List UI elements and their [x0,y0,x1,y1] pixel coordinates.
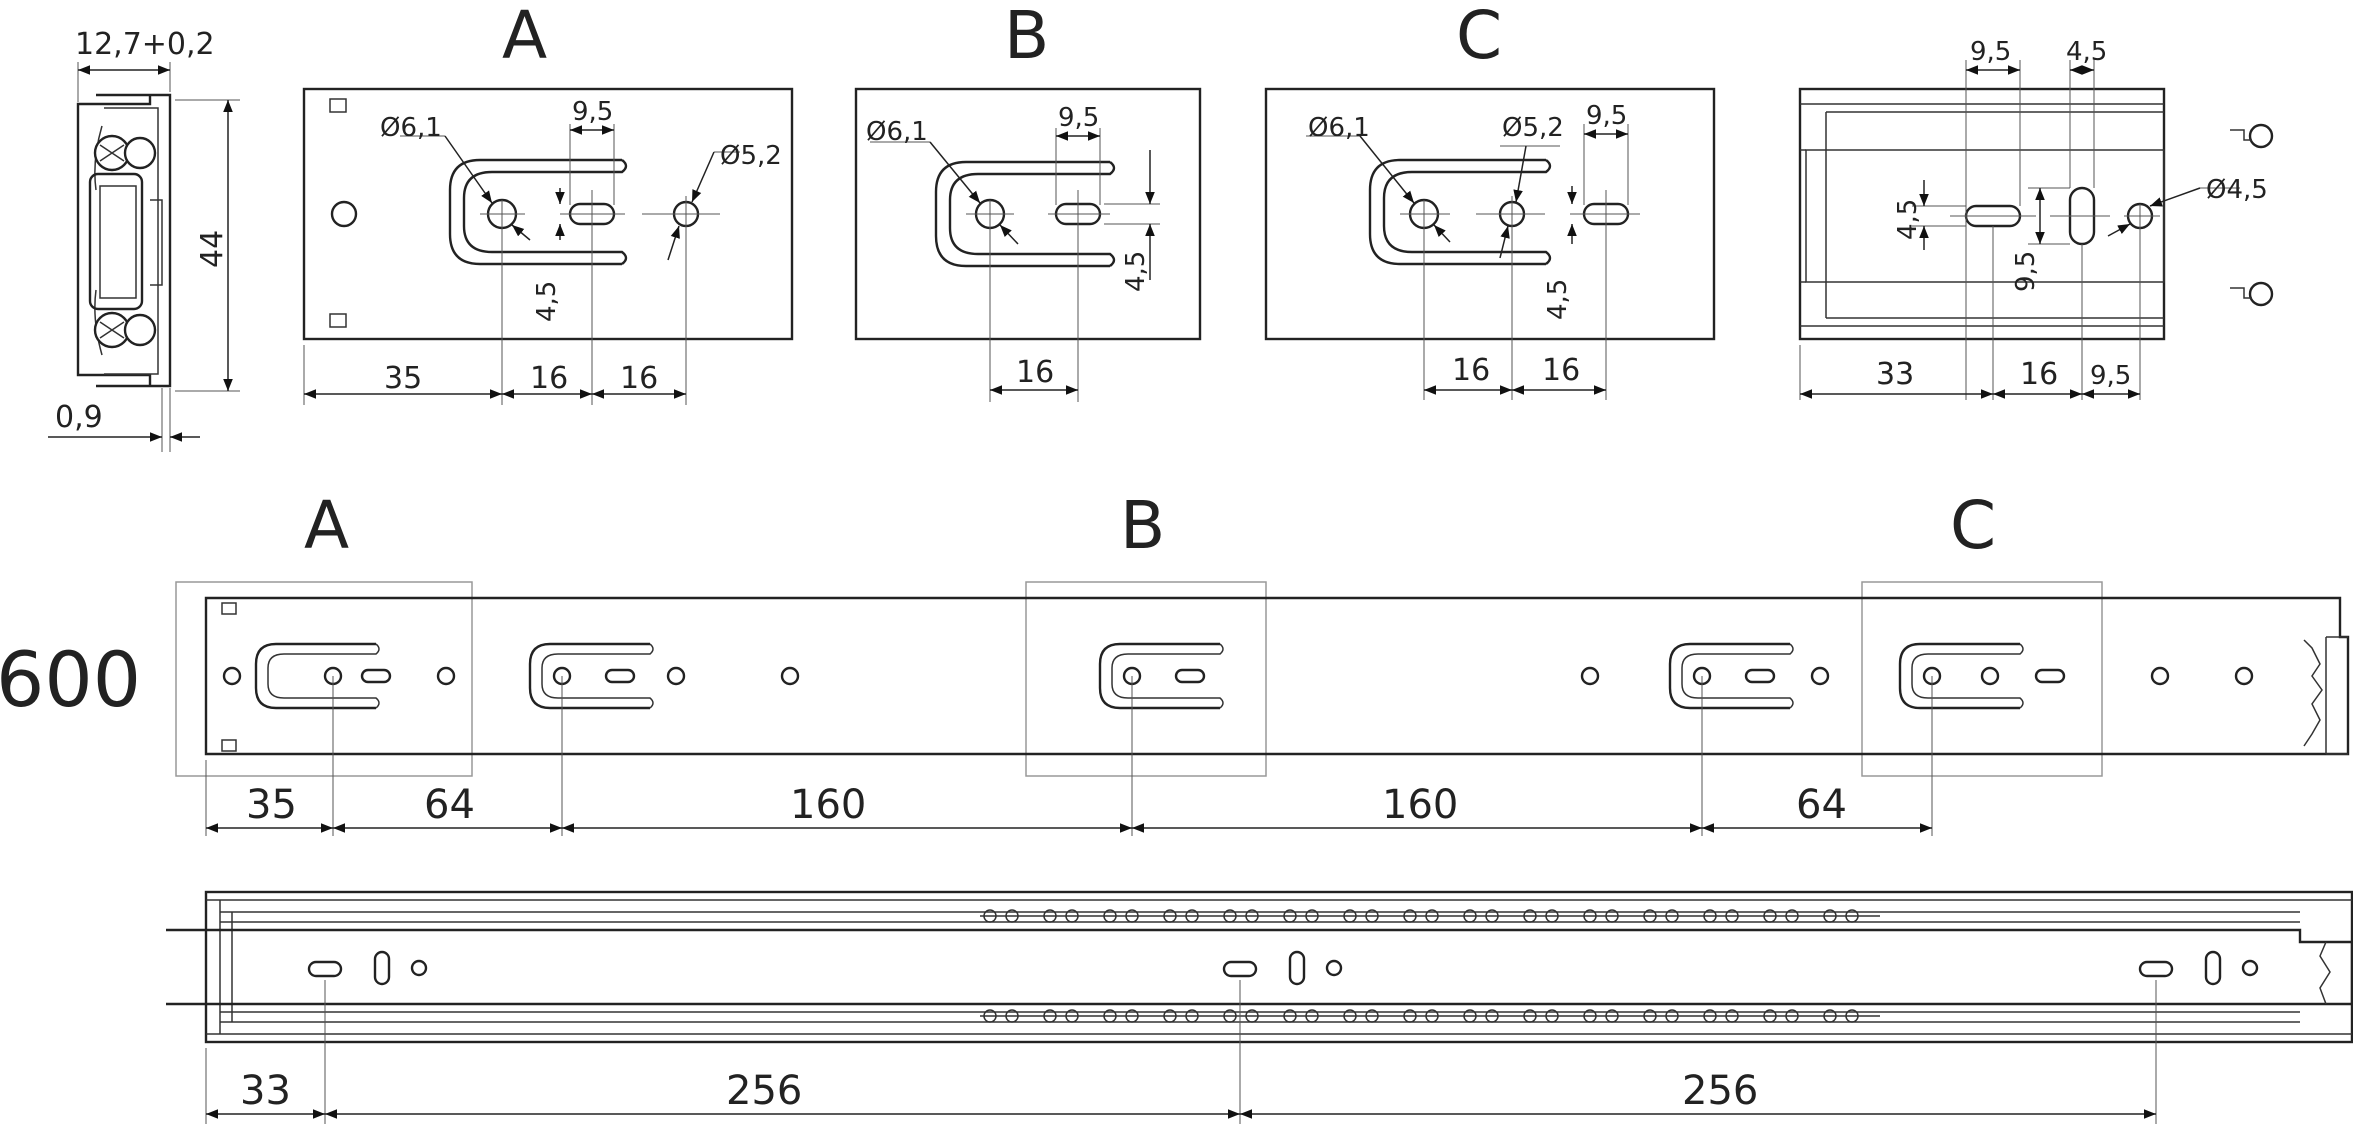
drawer-slot-vertical [373,950,391,986]
detail-c-title: C [1456,0,1502,74]
rail-label-b: B [1120,487,1165,564]
mount-slot [360,668,392,684]
detail-a-dim-2: 16 [530,361,568,396]
drawer-dim-3: 9,5 [2090,361,2131,391]
rail-dim-5: 64 [1796,782,1847,828]
cross-section-thickness-label: 0,9 [55,400,103,435]
drawer-dim-1: 33 [1876,357,1914,392]
rail-length-label: 600 [0,635,141,724]
detail-b-big-hole: Ø6,1 [866,117,928,147]
ball-cage [980,909,1880,1023]
mount-hole [1580,666,1600,686]
mount-hole [666,666,686,686]
detail-b-title: B [1004,0,1049,74]
detail-b-dim-1: 16 [1016,355,1054,390]
mount-slot [1744,668,1776,684]
drawer-slot [307,960,343,978]
bracket-hook [1668,642,1790,710]
bracket-hook [254,642,376,710]
drawer-slot [1222,960,1258,978]
mount-slot [1174,668,1206,684]
cross-section-view: 12,7+0,2 44 0,9 [48,27,240,452]
bracket-hook [1098,642,1220,710]
rail-label-c: C [1950,487,1996,564]
detail-c-small-hole: Ø5,2 [1502,113,1564,143]
detail-a-big-hole: Ø6,1 [380,113,442,143]
drawer-rail-holes [307,950,2259,986]
drawer-hole [410,959,428,977]
rail-dim-4: 160 [1382,782,1458,828]
drawer-slot-vertical [2204,950,2222,986]
detail-a-title: A [502,0,547,74]
mount-slot [604,668,636,684]
rail-label-a: A [304,487,349,564]
drawer-rail-dim-1: 33 [240,1068,291,1114]
drawer-hole [1325,959,1343,977]
detail-c: C 9,5 4,5 Ø6,1 Ø5,2 16 16 [1264,0,1716,400]
detail-b-slot-width: 9,5 [1058,103,1099,133]
detail-b-slot-height: 4,5 [1121,251,1151,292]
rail-dim-3: 160 [790,782,866,828]
bracket-hook [528,642,650,710]
detail-b: B 9,5 4,5 Ø6,1 16 [854,0,1202,402]
detail-c-dim-1: 16 [1452,353,1490,388]
drawer-rail-dim-2: 256 [726,1068,802,1114]
drawer-hole: Ø4,5 [2206,175,2268,205]
detail-c-slot-width: 9,5 [1586,101,1627,131]
detail-a-dim-3: 16 [620,361,658,396]
bracket-hook-inner [1911,643,2024,709]
detail-a-slot-width: 9,5 [572,97,613,127]
mount-hole [2150,666,2170,686]
drawer-rail-dim-3: 256 [1682,1068,1758,1114]
mount-hole [436,666,456,686]
drawer-hole [2241,959,2259,977]
drawer-dim-2: 16 [2020,357,2058,392]
cross-section-height-label: 44 [195,230,230,268]
mount-hole [1810,666,1830,686]
bracket-hook [1898,642,2020,710]
mount-slot [2034,668,2066,684]
drawer-slot-h-width: 9,5 [1970,37,2011,67]
rail-dim-2: 64 [424,782,475,828]
detail-a: A 9,5 4,5 Ø6,1 Ø5,2 35 16 [302,0,794,405]
detail-a-slot-height: 4,5 [532,281,562,322]
rail-dim-1: 35 [246,782,297,828]
mount-hole [222,666,242,686]
detail-a-dim-1: 35 [384,361,422,396]
bracket-hook-inner [1111,643,1224,709]
drawer-slot-v-height: 9,5 [2011,251,2041,292]
drawer-rail-view: 33 256 256 [166,890,2353,1124]
detail-c-big-hole: Ø6,1 [1308,113,1370,143]
mount-hole [2234,666,2254,686]
drawer-slot-v-width: 4,5 [2066,37,2107,67]
drawer-slot-h-height: 4,5 [1893,199,1923,240]
cabinet-rail-view: A B C 600 35 64 160 160 64 [0,487,2350,836]
detail-drawer-member: 9,5 4,5 4,5 9,5 Ø4,5 33 16 9,5 [1798,37,2274,400]
detail-c-dim-2: 16 [1542,353,1580,388]
drawer-slot [2138,960,2174,978]
bracket-hook-inner [1681,643,1794,709]
mount-hole [1980,666,2000,686]
rail-holes [222,642,2254,710]
bracket-hook-inner [267,643,380,709]
detail-a-small-hole: Ø5,2 [720,141,782,171]
detail-c-slot-height: 4,5 [1543,279,1573,320]
bracket-hook-inner [541,643,654,709]
mount-hole [780,666,800,686]
drawer-slot-vertical [1288,950,1306,986]
cross-section-width-label: 12,7+0,2 [75,27,215,62]
